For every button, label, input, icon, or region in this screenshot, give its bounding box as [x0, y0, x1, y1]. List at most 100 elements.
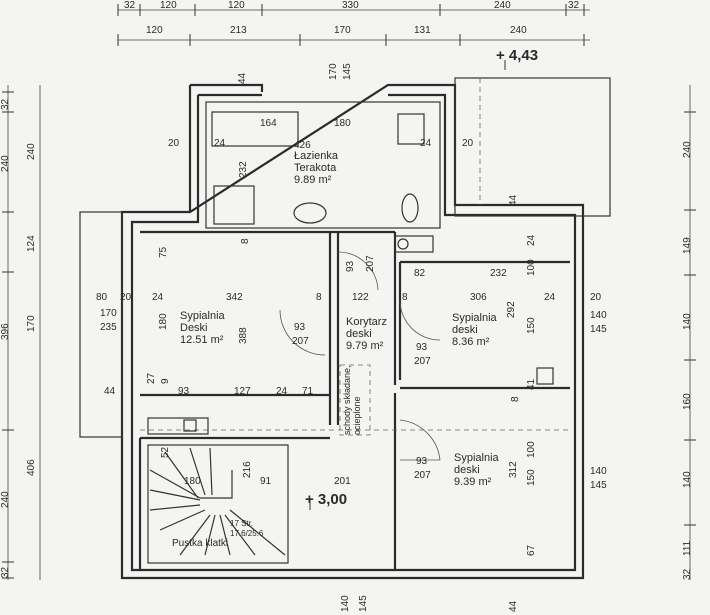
- right-dim: 240: [682, 141, 693, 158]
- dim: 342: [226, 292, 243, 303]
- dim: 24: [152, 292, 164, 303]
- right-dim: 140: [682, 313, 693, 330]
- dim: 20: [462, 138, 474, 149]
- dim: 93: [416, 456, 428, 467]
- dim: 75: [158, 246, 169, 258]
- dim: 93: [294, 322, 306, 333]
- room-floor: deski: [452, 324, 478, 336]
- dim: 91: [260, 476, 272, 487]
- dim: 82: [414, 268, 426, 279]
- left-dim: 32: [0, 566, 11, 578]
- room-bedroom-left: Sypialnia Deski 12.51 m²: [180, 310, 225, 346]
- dim: 180: [184, 476, 201, 487]
- dim: 140: [590, 310, 607, 321]
- staircase: [147, 444, 289, 564]
- dim: 207: [414, 356, 431, 367]
- dim: 312: [508, 461, 519, 478]
- stair-info: 17.6/25.6: [230, 529, 264, 538]
- room-bedroom-lower: Sypialnia deski 9.39 m²: [454, 452, 499, 488]
- room-name: Sypialnia: [180, 310, 225, 322]
- right-dim: 111: [682, 540, 693, 556]
- top-dim: 330: [342, 0, 359, 11]
- room-area: 9.39 m²: [454, 476, 492, 488]
- right-dim: 32: [682, 568, 693, 580]
- dim: 232: [238, 161, 249, 178]
- dim: 292: [506, 301, 517, 318]
- dim: 24: [544, 292, 556, 303]
- left-dim: 396: [0, 323, 11, 340]
- dim: 145: [590, 480, 607, 491]
- terrace-outline: [454, 77, 611, 217]
- dim: 207: [365, 255, 376, 272]
- top-dimension-lines: [117, 4, 590, 46]
- left-dim: 406: [26, 459, 37, 476]
- dim: 44: [104, 386, 116, 397]
- dim: 71: [302, 386, 314, 397]
- dim: 180: [334, 118, 351, 129]
- top-dim: 120: [160, 0, 177, 11]
- dim: 306: [470, 292, 487, 303]
- dim: 164: [260, 118, 277, 129]
- dim: 100: [526, 441, 537, 458]
- dim: 80: [96, 292, 108, 303]
- dim: 232: [490, 268, 507, 279]
- stair-void-label: Pustka klatki: [172, 538, 229, 549]
- bathtub: [211, 111, 299, 147]
- stairs-note: schody składane, ocieplone: [342, 365, 362, 435]
- dim: 216: [242, 461, 253, 478]
- right-dim: 149: [682, 237, 693, 254]
- top-dim: 120: [146, 25, 163, 36]
- dim: 20: [120, 292, 132, 303]
- room-area: 9.89 m²: [294, 174, 332, 186]
- dim: 8: [402, 292, 408, 303]
- dim: 24: [526, 234, 537, 246]
- dim: 24: [276, 386, 288, 397]
- room-floor: Deski: [180, 322, 208, 334]
- top-dim: 32: [568, 0, 580, 11]
- dim: 24: [420, 138, 432, 149]
- dim: 20: [168, 138, 180, 149]
- elevation-upper: + 4,43: [496, 47, 539, 64]
- room-area: 8.36 m²: [452, 336, 490, 348]
- dim: 170: [328, 63, 339, 80]
- dim: 93: [178, 386, 190, 397]
- dim: 8: [316, 292, 322, 303]
- toilet-bowl: [401, 193, 419, 223]
- dim: 140: [590, 466, 607, 477]
- top-dim: 120: [228, 0, 245, 11]
- room-area: 9.79 m²: [346, 340, 384, 352]
- dim: 426: [294, 140, 311, 151]
- elevation-lower: + 3,00: [305, 491, 348, 508]
- dim: 122: [352, 292, 369, 303]
- dim: 20: [590, 292, 602, 303]
- left-dim: 124: [26, 235, 37, 252]
- right-dimension-lines: [684, 85, 696, 580]
- left-dim: 240: [0, 491, 11, 508]
- dim: 93: [345, 260, 356, 272]
- right-dim: 140: [682, 471, 693, 488]
- room-name: Sypialnia: [452, 312, 497, 324]
- shower-tray: [213, 185, 255, 225]
- dim: 8: [510, 396, 521, 402]
- left-dim: 240: [0, 155, 11, 172]
- room-bathroom: Łazienka Terakota 9.89 m²: [294, 150, 338, 186]
- dim: 93: [416, 342, 428, 353]
- dim: 180: [158, 313, 169, 330]
- stair-info: 17 Str.: [230, 519, 254, 528]
- dim: 170: [100, 308, 117, 319]
- top-dim: 240: [510, 25, 527, 36]
- room-floor: Terakota: [294, 162, 337, 174]
- room-area: 12.51 m²: [180, 334, 224, 346]
- dim: 140: [340, 595, 351, 612]
- dim: 150: [526, 317, 537, 334]
- room-name: Sypialnia: [454, 452, 499, 464]
- left-dim: 32: [0, 98, 11, 110]
- left-dim: 170: [26, 315, 37, 332]
- dim: 41: [526, 378, 537, 390]
- dim: 67: [526, 544, 537, 556]
- right-dim: 160: [682, 393, 693, 410]
- dim: 44: [508, 194, 519, 206]
- dim: 44: [237, 72, 248, 84]
- dim: 150: [526, 469, 537, 486]
- room-floor: deski: [346, 328, 372, 340]
